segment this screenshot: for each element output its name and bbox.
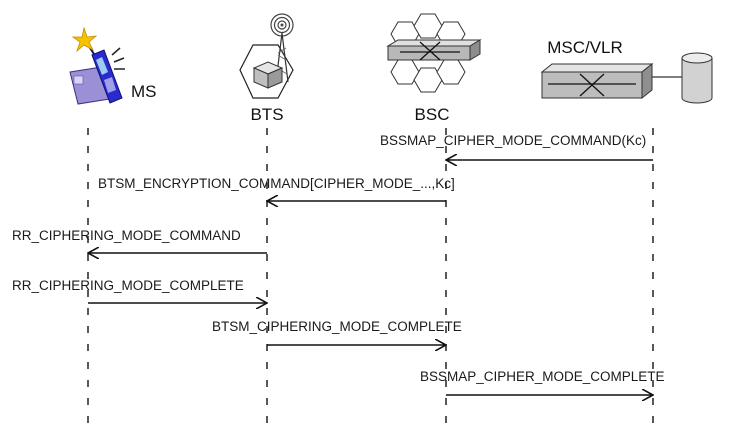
message-label: BSSMAP_CIPHER_MODE_COMPLETE [420, 369, 665, 384]
message-label: RR_CIPHERING_MODE_COMPLETE [12, 278, 244, 293]
mobile-phone-icon [69, 26, 125, 105]
message-label: BTSM_CIPHERING_MODE_COMPLETE [212, 319, 462, 334]
entity-label-msc-vlr: MSC/VLR [547, 38, 623, 57]
message-2: BTSM_ENCRYPTION_COMMAND[CIPHER_MODE_...,… [98, 176, 455, 201]
entity-label-bts: BTS [250, 105, 283, 124]
message-3: RR_CIPHERING_MODE_COMMAND [12, 228, 267, 253]
bts-tower-icon [239, 13, 294, 99]
bsc-switch-icon [386, 13, 482, 93]
entity-label-ms: MS [131, 82, 157, 101]
message-1: BSSMAP_CIPHER_MODE_COMMAND(Kc) [380, 133, 653, 160]
message-5: BTSM_CIPHERING_MODE_COMPLETE [212, 319, 462, 345]
message-label: RR_CIPHERING_MODE_COMMAND [12, 228, 241, 243]
message-label: BSSMAP_CIPHER_MODE_COMMAND(Kc) [380, 133, 646, 148]
message-label: BTSM_ENCRYPTION_COMMAND[CIPHER_MODE_...,… [98, 176, 455, 191]
message-6: BSSMAP_CIPHER_MODE_COMPLETE [420, 369, 665, 395]
msc-vlr-icon [540, 52, 713, 104]
message-4: RR_CIPHERING_MODE_COMPLETE [12, 278, 267, 303]
entity-label-bsc: BSC [415, 105, 450, 124]
